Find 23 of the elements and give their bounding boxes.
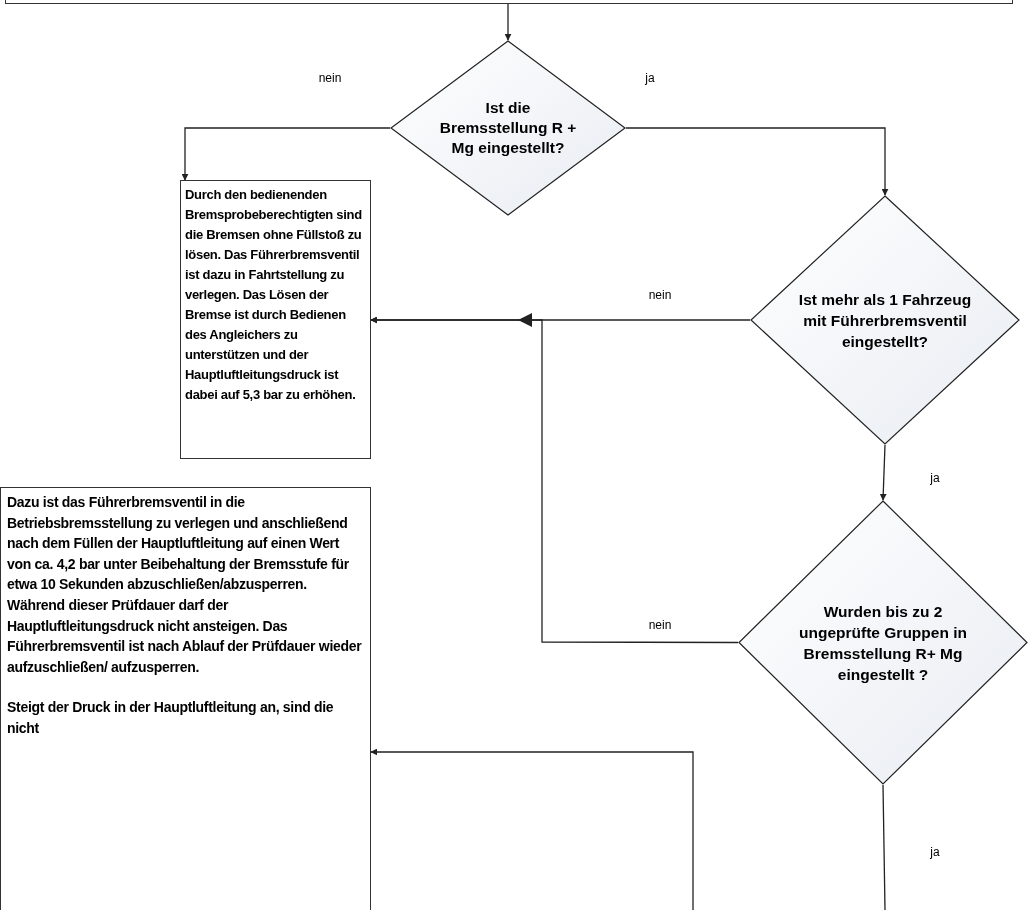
connector-arrow — [181, 127, 391, 181]
connector-arrow — [879, 444, 887, 501]
edge-label: ja — [645, 70, 655, 87]
process-box — [0, 487, 371, 910]
connector-arrow — [504, 3, 512, 41]
decision-question: Ist die Bremsstellung R + Mg eingestellt? — [438, 98, 578, 158]
instruction-text: Dazu ist das Führerbremsventil in die Betriebsbremsstellung zu verlegen und anschließend nach dem Füllen der Hauptluftleitung auf einen Wert von ca. 4,2 bar unter Beibehaltung der Bremsstufe für etwa 10 Sekunden abzuschließen/abzusperren. Während dieser Prüfdauer darf der Hauptluftleitungsdruck nicht ansteigen. Das Führerbremsventil ist nach Ablauf der Prüfdauer wieder aufzuschließen/ aufzusperren. — [7, 493, 363, 677]
edge-label: nein — [318, 70, 342, 87]
edge-label: ja — [930, 470, 940, 487]
instruction-text: Steigt der Druck in der Hauptluftleitung an, sind die nicht — [7, 698, 335, 738]
decision-diamond — [390, 40, 626, 216]
connector-arrow — [370, 316, 739, 644]
process-box — [180, 180, 371, 459]
decision-diamond — [750, 195, 1020, 445]
edge-label: nein — [648, 287, 672, 304]
edge-label: ja — [930, 844, 940, 861]
decision-diamond — [738, 500, 1028, 785]
decision-question: Ist mehr als 1 Fahrzeug mit Führerbremsventil eingestellt? — [798, 289, 972, 352]
connector-arrow — [370, 748, 694, 910]
instruction-text: Durch den bedienenden Bremsprobeberechtigten sind die Bremsen ohne Füllstoß zu lösen. Das Führerbremsventil ist dazu in Fahrtstellung zu verlegen. Das Lösen der Bremse ist durch Bedienen des Angleichers zu unterstützen und der Hauptluftleitungsdruck ist dabei auf 5,3 bar zu erhöhen. — [185, 186, 363, 404]
edge-label: nein — [648, 617, 672, 634]
connector-arrow — [625, 127, 889, 196]
decision-question: Wurden bis zu 2 ungeprüfte Gruppen in Bremsstellung R+ Mg eingestellt ? — [798, 601, 968, 685]
